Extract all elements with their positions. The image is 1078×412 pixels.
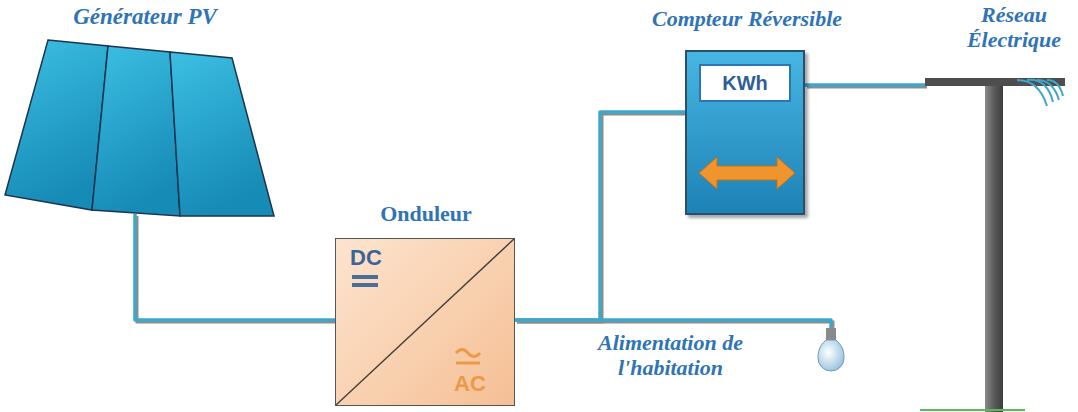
light-bulb-art [815,328,847,374]
inverter-heading: Onduleur [326,201,526,226]
bidirectional-arrow [699,157,795,189]
grid-heading: Réseau Électrique [955,2,1073,53]
pole-post [985,78,1003,412]
wire-group [515,320,833,330]
ac-symbol-bar [456,362,480,365]
wire-shadow [517,114,687,322]
grid-wire [1047,80,1063,96]
meter-display: KWh [699,64,791,102]
solar-panel [92,46,180,216]
solar-panel [170,52,274,216]
bulb-socket [826,328,836,340]
power-wire [135,214,335,320]
ground-line [920,409,1025,411]
power-wire [515,320,831,328]
dc-symbol [352,283,378,287]
wire-group [515,112,687,322]
wire-shadow [517,322,833,330]
ac-symbol [456,350,480,357]
dc-label: DC [350,245,382,270]
meter-unit: KWh [701,66,789,100]
wire-shadow [137,216,337,322]
grid-pole: Réseau Électrique [925,72,1065,412]
inverter-box: OnduleurDCAC [335,238,515,406]
meter-heading: Compteur Réversible [602,6,892,31]
dc-symbol [352,275,378,279]
wire-group [135,214,337,322]
converter-diagonal [336,239,514,405]
grid-pole-art [925,72,1065,412]
house-supply-label: Alimentation de l'habitation [553,330,788,381]
pv-generator-art [0,38,282,218]
generator-heading: Générateur PV [48,4,242,30]
light-bulb: Alimentation de l'habitation [815,328,847,374]
reversible-meter: Compteur RéversibleKWh [685,50,805,215]
pv-generator: Générateur PV [0,38,282,218]
power-wire [515,112,685,320]
wire-group [805,85,927,87]
bulb-glass [818,340,844,371]
power-wire [805,83,925,87]
ac-label: AC [454,371,486,396]
solar-panel [5,40,108,210]
